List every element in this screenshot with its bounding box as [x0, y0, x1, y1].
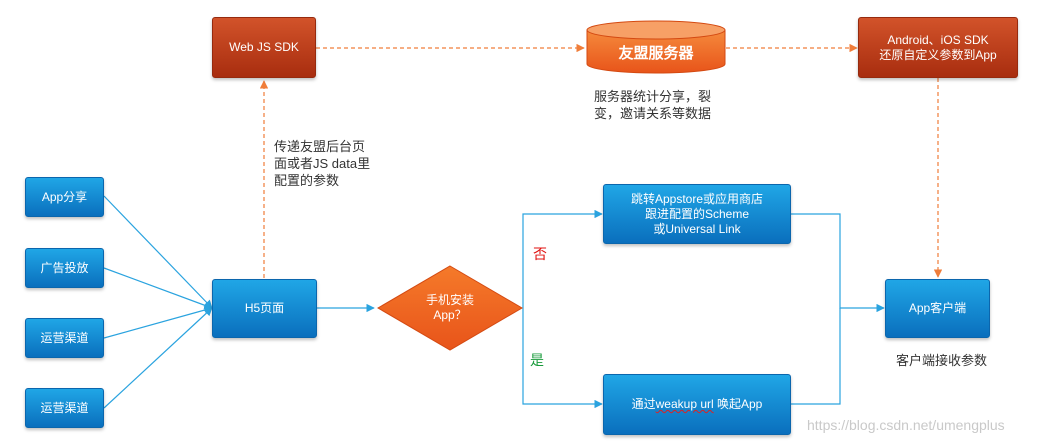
arrow-ad-to-h5	[103, 267, 213, 310]
h5-page-label: H5页面	[244, 301, 285, 315]
arrow-redirect-to-client	[791, 213, 885, 313]
ad-delivery-label: 广告投放	[40, 260, 89, 275]
native-sdk-node: Android、iOS SDK 还原自定义参数到App	[858, 17, 1018, 78]
ops-channel-label-1: 运营渠道	[40, 330, 89, 345]
wakeup-label-url: weakup url	[655, 397, 714, 411]
arrow-ops2-to-h5	[103, 307, 213, 409]
wakeup-label-suffix: 唤起App	[713, 397, 763, 411]
umeng-server-label: 友盟服务器	[618, 44, 694, 62]
arrow-app-share-to-h5	[103, 195, 213, 309]
arrow-decision-yes	[522, 308, 603, 409]
decision-label-line1: 手机安装	[425, 293, 474, 307]
branch-no-label: 否	[533, 246, 547, 262]
ops-channel-label-2: 运营渠道	[40, 400, 89, 415]
server-stats-annotation: 服务器统计分享，裂 变，邀请关系等数据	[594, 88, 711, 122]
app-share-label: App分享	[41, 189, 88, 204]
server-stats-line2: 变，邀请关系等数据	[594, 106, 712, 121]
decision-diamond-shape	[377, 265, 523, 351]
pass-params-line3: 配置的参数	[274, 173, 340, 188]
ad-delivery-node: 广告投放	[25, 248, 104, 288]
web-js-sdk-label: Web JS SDK	[229, 40, 299, 54]
umeng-server-node: 友盟服务器	[587, 38, 725, 68]
redirect-store-node: 跳转Appstore或应用商店 跟进配置的Scheme 或Universal L…	[603, 184, 791, 244]
redirect-label-line3: 或Universal Link	[653, 221, 741, 236]
web-js-sdk-node: Web JS SDK	[212, 17, 316, 78]
wakeup-label: 通过weakup url 唤起App	[632, 397, 763, 412]
server-stats-line1: 服务器统计分享，裂	[594, 89, 712, 104]
pass-params-line1: 传递友盟后台页	[274, 139, 366, 154]
app-client-node: App客户端	[885, 279, 990, 338]
arrow-decision-no	[522, 209, 603, 308]
client-receive-annotation: 客户端接收参数	[896, 353, 988, 368]
pass-params-line2: 面或者JS data里	[274, 156, 371, 171]
native-sdk-label-line1: Android、iOS SDK	[887, 32, 989, 47]
decision-node: 手机安装 App？	[398, 288, 502, 328]
arrow-ops1-to-h5	[103, 305, 213, 339]
pass-params-annotation: 传递友盟后台页 面或者JS data里 配置的参数	[274, 138, 370, 189]
branch-yes-label: 是	[530, 352, 544, 368]
app-client-label: App客户端	[908, 301, 967, 315]
database-cylinder-shape	[586, 20, 726, 74]
arrow-wakeup-to-client	[791, 308, 841, 405]
redirect-label-line1: 跳转Appstore或应用商店	[630, 191, 764, 206]
watermark-url: https://blog.csdn.net/umengplus	[807, 417, 1005, 433]
redirect-label-line2: 跟进配置的Scheme	[644, 206, 750, 221]
ops-channel-node-1: 运营渠道	[25, 318, 104, 358]
ops-channel-node-2: 运营渠道	[25, 388, 104, 428]
app-share-node: App分享	[25, 177, 104, 217]
native-sdk-label-line2: 还原自定义参数到App	[879, 47, 997, 62]
h5-page-node: H5页面	[212, 279, 317, 338]
wakeup-label-prefix: 通过	[631, 397, 656, 411]
decision-label-line2: App？	[433, 308, 467, 322]
wakeup-node: 通过weakup url 唤起App	[603, 374, 791, 435]
